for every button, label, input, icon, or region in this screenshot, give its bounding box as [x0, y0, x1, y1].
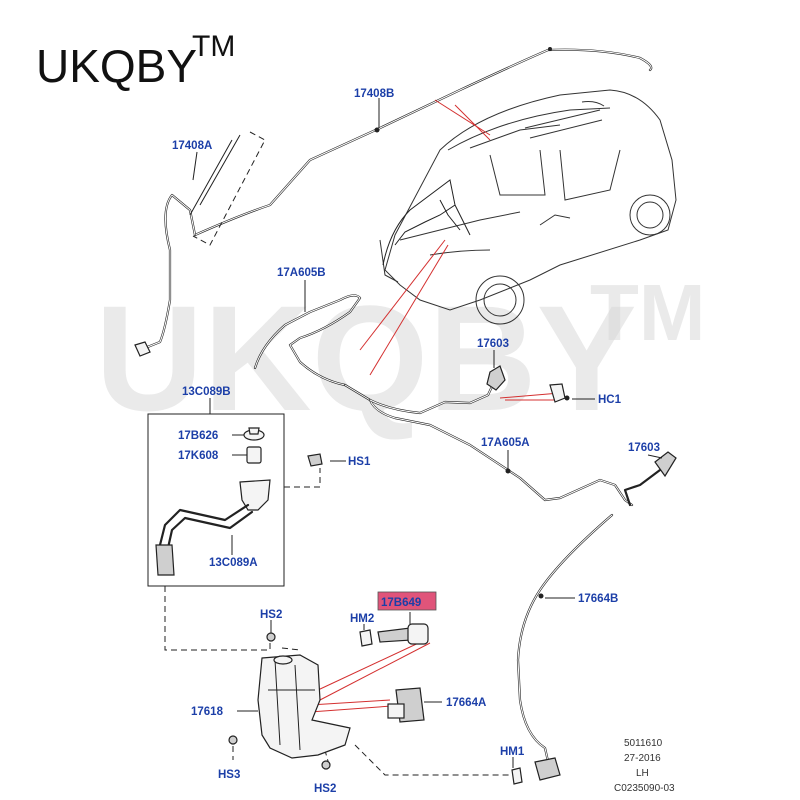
- part-17B649-sensor: [377, 627, 413, 643]
- filler-pipe-end: [155, 544, 175, 576]
- label-17K608: 17K608: [178, 450, 219, 462]
- label-HS2-bottom: HS2: [314, 783, 336, 795]
- hs1-dash: [284, 468, 321, 488]
- vehicle-harness: [382, 179, 456, 266]
- screw-HS2-top: [266, 632, 276, 642]
- label-17664B: 17664B: [578, 593, 618, 605]
- filler-pipe: [158, 503, 250, 547]
- vehicle-illustration: [379, 89, 677, 325]
- nozzle-lower-hose: [623, 468, 662, 507]
- label-17603-upper: 17603: [477, 338, 509, 350]
- filler-neck-top: [239, 479, 271, 511]
- label-17664A: 17664A: [446, 697, 486, 709]
- label-17B626: 17B626: [178, 430, 218, 442]
- brand-logo: UKQBY: [36, 40, 197, 92]
- label-17618: 17618: [191, 706, 224, 718]
- dash-tank-to-HM1: [354, 744, 510, 776]
- pump-17664A-connector: [387, 703, 405, 719]
- dash-filler-to-tank: [164, 586, 271, 651]
- label-17408B: 17408B: [354, 88, 394, 100]
- screw-HS3: [228, 735, 238, 745]
- label-HM1: HM1: [500, 746, 525, 758]
- ref-line-1: 5011610: [624, 738, 663, 749]
- filler-neck-box: [147, 413, 285, 587]
- part-17B649-head: [407, 623, 429, 645]
- label-HS2-top: HS2: [260, 609, 282, 621]
- pump-end-bottom-right: [534, 757, 561, 781]
- brand-tm: TM: [192, 30, 235, 63]
- label-17A605B: 17A605B: [277, 267, 326, 279]
- nut-HM1: [511, 767, 523, 785]
- hose-clip: [374, 127, 380, 133]
- watermark-text: UKQBY: [95, 274, 637, 442]
- label-17A605A: 17A605A: [481, 437, 530, 449]
- nozzle-17603-upper: [486, 365, 506, 391]
- reservoir-17618: [257, 654, 351, 759]
- hose-end-connector: [134, 341, 151, 357]
- red-leader-lines: [309, 99, 561, 713]
- vehicle-harness-branch: [439, 199, 471, 236]
- highlight-17B649: [378, 592, 436, 610]
- hose-clip: [538, 593, 544, 599]
- hose-17664B: [516, 513, 614, 772]
- ref-line-3: LH: [636, 768, 649, 779]
- label-17603-lower: 17603: [628, 442, 660, 454]
- label-13C089B: 13C089B: [182, 386, 231, 398]
- part-17K608-filter: [246, 446, 262, 464]
- screw-HS2-bottom: [321, 760, 331, 770]
- ref-line-4: C0235090-03: [614, 783, 675, 794]
- label-17B649: 17B649: [381, 597, 421, 609]
- label-HC1: HC1: [598, 394, 622, 406]
- label-13C089A: 13C089A: [209, 557, 258, 569]
- label-HS1: HS1: [348, 456, 371, 468]
- ref-line-2: 27-2016: [624, 753, 661, 764]
- watermark-tm: TM: [590, 268, 706, 357]
- label-HS3: HS3: [218, 769, 240, 781]
- hose-section-lines: [189, 134, 241, 216]
- leader-17408A: [192, 151, 198, 181]
- hidden-hose-box: [192, 131, 266, 246]
- hose-clip: [505, 468, 511, 474]
- screw-HS1: [307, 453, 323, 467]
- label-17408A: 17408A: [172, 140, 212, 152]
- leader-17603-lower: [647, 454, 663, 459]
- label-HM2: HM2: [350, 613, 374, 625]
- nut-HM2: [359, 629, 373, 647]
